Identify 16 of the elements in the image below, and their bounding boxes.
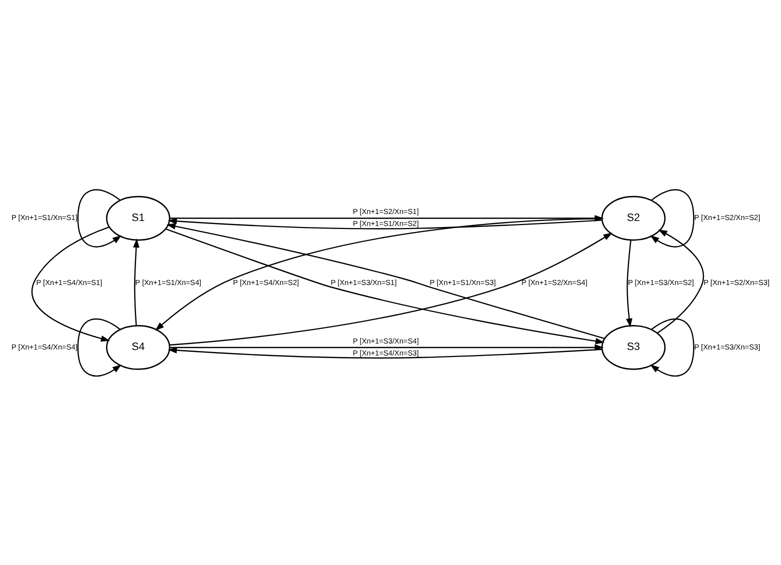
- edge-label: P [Xn+1=S1/Xn=S3]: [430, 277, 496, 286]
- edge-label: P [Xn+1=S1/Xn=S4]: [135, 277, 202, 286]
- edge-label: P [Xn+1=S2/Xn=S1]: [352, 206, 419, 216]
- edge-label: P [Xn+1=S3/Xn=S3]: [694, 342, 760, 351]
- edge-label: P [Xn+1=S3/Xn=S4]: [352, 336, 419, 345]
- edge-label: P [Xn+1=S2/Xn=S3]: [704, 277, 770, 286]
- edge-label: P [Xn+1=S4/Xn=S1]: [36, 277, 102, 286]
- edge-label: P [Xn+1=S1/Xn=S1]: [11, 212, 78, 222]
- edge-label: P [Xn+1=S2/Xn=S4]: [522, 277, 588, 286]
- edge-label: P [Xn+1=S4/Xn=S3]: [352, 348, 419, 357]
- edge-label: P [Xn+1=S2/Xn=S2]: [694, 212, 760, 222]
- edge-label: P [Xn+1=S3/Xn=S2]: [628, 277, 694, 286]
- edge-label: P [Xn+1=S4/Xn=S4]: [11, 342, 78, 351]
- edge-label: P [Xn+1=S1/Xn=S2]: [352, 218, 419, 228]
- edge-label: P [Xn+1=S3/Xn=S1]: [330, 277, 397, 286]
- edge-label: P [Xn+1=S4/Xn=S2]: [233, 277, 299, 286]
